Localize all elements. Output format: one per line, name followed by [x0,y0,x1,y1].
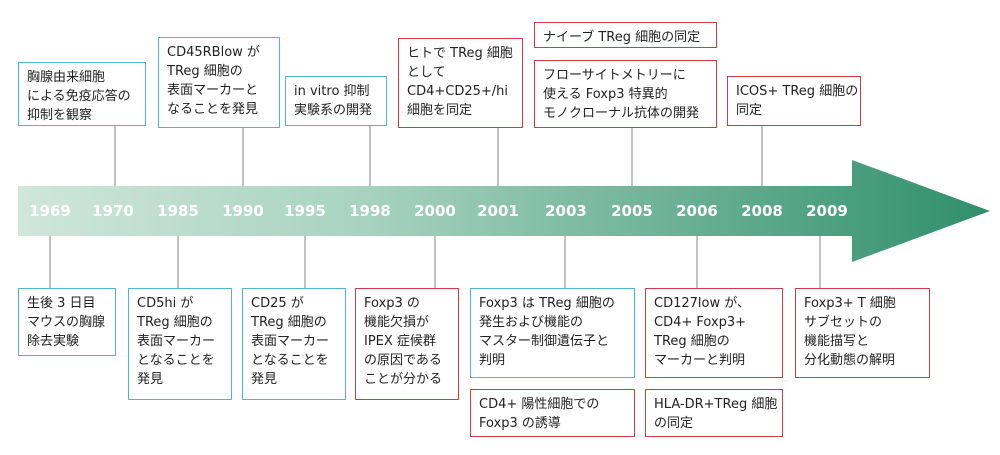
event-text-line: 生後 3 日目 [27,296,96,311]
year-label: 1998 [349,202,391,220]
event-text-line: ICOS+ TReg 細胞の [736,84,859,99]
event-2005-naive: ナイーブ TReg 細胞の同定 [534,22,717,48]
year-label: 2006 [676,202,718,220]
event-text-line: Foxp3 の [364,296,420,311]
event-text-line: TReg 細胞の [167,64,243,79]
event-2008: ICOS+ TReg 細胞の 同定 [727,76,861,126]
event-2003-master: Foxp3 は TReg 細胞の 発生および機能の マスター制御遺伝子と 判明 [470,288,635,378]
event-text-line: CD45RBlow が [167,45,260,60]
event-text-line: 細胞を同定 [407,103,473,118]
event-2000: Foxp3 の 機能欠損が IPEX 症候群 の原因である ことが分かる [355,288,459,400]
event-text-line: として [407,65,446,80]
event-1990: CD45RBlow が TReg 細胞の 表面マーカーと なることを発見 [158,37,280,128]
timeline-arrow [18,160,990,262]
event-text-line: 発見 [251,372,278,387]
event-text-line: TReg 細胞の [137,315,213,330]
event-text-line: 実験系の開発 [294,103,373,118]
event-text-line: なることを発見 [167,102,259,117]
event-2006-hladr: HLA-DR+TReg 細胞 の同定 [645,389,783,437]
event-text-line: フローサイトメトリーに [543,68,686,83]
year-label: 1970 [92,202,134,220]
event-text-line: ことが分かる [364,372,443,387]
event-text-line: サブセットの [804,315,883,330]
event-text-line: Foxp3 の誘導 [479,416,561,431]
event-text-line: TReg 細胞の [654,334,730,349]
event-text-line: 発生および機能の [479,315,584,330]
event-2006-cd127: CD127low が、 CD4+ Foxp3+ TReg 細胞の マーカーと判明 [645,288,783,378]
event-text-line: CD25 が [251,296,304,311]
event-1985: CD5hi が TReg 細胞の 表面マーカー となることを 発見 [128,288,232,400]
event-text-line: CD4+ 陽性細胞での [479,397,600,412]
event-text-line: 除去実験 [27,334,80,349]
year-label: 2005 [611,202,653,220]
year-label: 1969 [29,202,71,220]
event-text-line: in vitro 抑制 [294,84,370,99]
event-1998: in vitro 抑制 実験系の開発 [285,76,387,126]
connector-lines [49,126,821,288]
event-text-line: 抑制を観察 [27,108,93,123]
event-1995: CD25 が TReg 細胞の 表面マーカー となることを 発見 [242,288,346,400]
event-text-line: IPEX 症候群 [364,334,436,349]
event-1970: 胸腺由来細胞 による免疫応答の 抑制を観察 [18,62,146,126]
year-label: 1990 [222,202,264,220]
event-text-line: ヒトで TReg 細胞 [407,46,513,61]
event-text-line: の同定 [654,416,694,431]
event-text-line: CD4+ Foxp3+ [654,315,747,330]
year-label: 1995 [284,202,326,220]
year-label: 1985 [157,202,199,220]
event-text-line: の原因である [364,353,442,368]
event-text-line: ナイーブ TReg 細胞の同定 [543,30,701,45]
year-label: 2008 [741,202,783,220]
event-1969: 生後 3 日目 マウスの胸腺 除去実験 [18,288,116,356]
event-text-line: マスター制御遺伝子と [479,334,610,349]
event-2001: ヒトで TReg 細胞 として CD4+CD25+/hi 細胞を同定 [398,38,523,128]
event-text-line: マウスの胸腺 [27,315,106,330]
year-label: 2001 [477,202,519,220]
event-text-line: 判明 [479,353,506,368]
event-text-line: 使える Foxp3 特異的 [543,87,668,102]
year-label: 2000 [414,202,456,220]
event-text-line: CD127low が、 [654,296,750,311]
event-text-line: 表面マーカーと [167,83,259,98]
event-text-line: TReg 細胞の [251,315,327,330]
event-2005-antibody: フローサイトメトリーに 使える Foxp3 特異的 モノクローナル抗体の開発 [534,60,717,128]
year-label: 2009 [806,202,848,220]
event-text-line: HLA-DR+TReg 細胞 [654,397,778,412]
event-text-line: 機能欠損が [364,315,430,330]
event-text-line: となることを [137,353,215,368]
event-text-line: CD5hi が [137,296,194,311]
event-text-line: となることを [251,353,329,368]
event-2009: Foxp3+ T 細胞 サブセットの 機能描写と 分化動態の解明 [795,288,930,378]
event-text-line: Foxp3 は TReg 細胞の [479,296,615,311]
year-label: 2003 [545,202,587,220]
event-text-line: CD4+CD25+/hi [407,84,509,99]
event-text-line: モノクローナル抗体の開発 [543,106,700,121]
event-text-line: 機能描写と [804,334,870,349]
event-text-line: 表面マーカー [251,334,330,349]
event-text-line: による免疫応答の [27,89,131,104]
event-text-line: 胸腺由来細胞 [27,70,106,85]
event-text-line: Foxp3+ T 細胞 [804,296,896,311]
event-text-line: 同定 [736,103,763,118]
event-text-line: 表面マーカー [137,334,216,349]
event-text-line: 発見 [137,372,164,387]
event-text-line: 分化動態の解明 [804,353,896,368]
event-text-line: マーカーと判明 [654,353,746,368]
event-2003-induction: CD4+ 陽性細胞での Foxp3 の誘導 [470,389,635,437]
